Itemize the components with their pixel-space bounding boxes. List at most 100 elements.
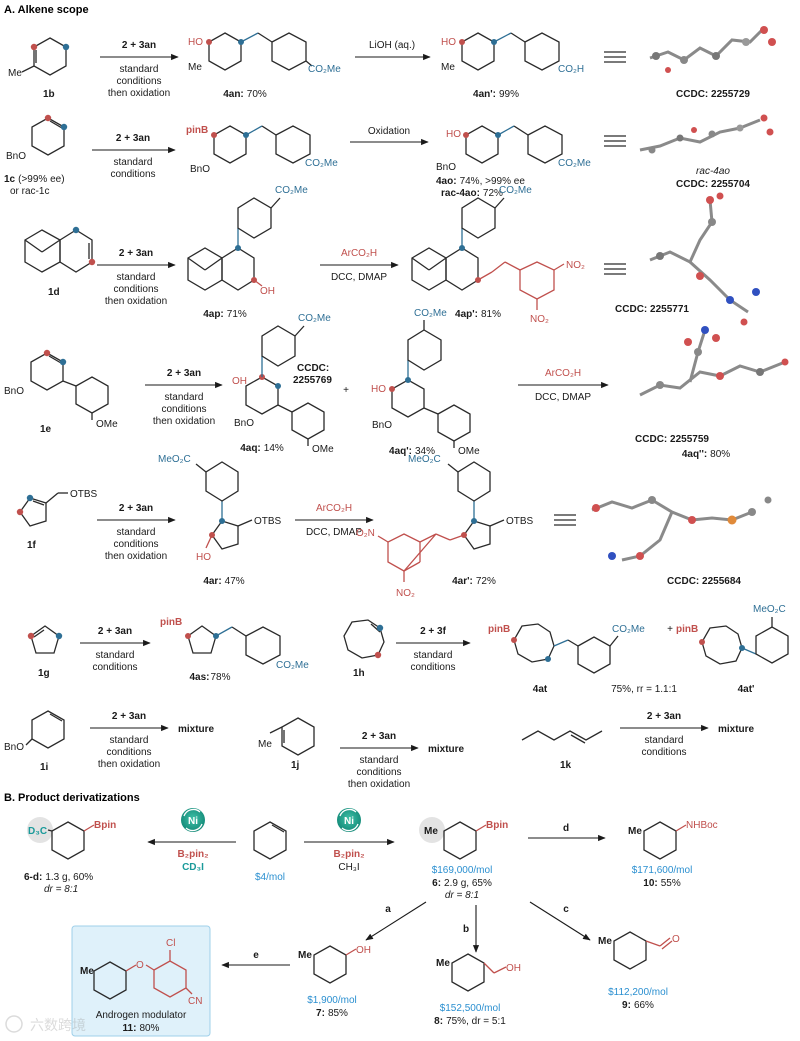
dr-label: dr = 8:1 <box>445 890 479 901</box>
ccdc-label: 2255769 <box>293 375 332 386</box>
reagent-label: DCC, DMAP <box>306 527 362 538</box>
compound-label: 1d <box>48 287 60 298</box>
product-6: Me Bpin $169,000/mol 6:2.9 g, 65% dr = 8… <box>419 817 508 901</box>
cyclohexene: $4/mol <box>253 821 287 883</box>
yield-label: 4aq:14% <box>240 443 284 454</box>
benzyloxy-label: BnO <box>372 420 392 431</box>
product-4aq-prime: HO BnO CO₂Me OMe 4aq':34% <box>371 308 480 457</box>
row-2: BnO 1c(>99% ee) or rac-1c 2 + 3an standa… <box>4 114 774 199</box>
ccdc-label: CCDC: 2255704 <box>676 179 750 190</box>
ester-label: CO₂Me <box>558 158 591 169</box>
reagent-label: ArCO₂H <box>341 248 377 259</box>
hydroxyl-label: OH <box>260 286 275 297</box>
nitrile-label: CN <box>188 996 202 1007</box>
reagent-label: 2 + 3an <box>116 133 150 144</box>
condition-line: then oxidation <box>105 551 167 562</box>
methyl-label: Me <box>424 826 438 837</box>
nitro-label: O₂N <box>356 528 375 539</box>
result-label: mixture <box>718 724 755 735</box>
ccdc-label: CCDC: 2255729 <box>676 89 750 100</box>
product-4ap-prime: CO₂Me NO₂ NO₂ 4ap':81% <box>411 185 585 325</box>
step-letter: c <box>563 904 569 915</box>
ccdc-label: CCDC: 2255759 <box>635 434 709 445</box>
reagent-label: B₂pin₂ <box>333 849 364 860</box>
condition-line: standard <box>117 527 156 538</box>
methoxy-label: OMe <box>312 444 334 455</box>
boronate-label: pinB <box>160 617 182 628</box>
reagent-label: 2 + 3an <box>112 711 146 722</box>
dr-label: dr = 8:1 <box>44 884 78 895</box>
section-title-a: A. Alkene scope <box>4 4 89 16</box>
substrate-1h: 1h <box>343 619 385 679</box>
condition-line: then oxidation <box>98 759 160 770</box>
reagent-label: 2 + 3an <box>119 503 153 514</box>
yield-label: 7:85% <box>316 1008 348 1019</box>
step-letter: e <box>253 950 259 961</box>
yield-label: 4as:78% <box>189 672 230 683</box>
crystal-structure-image <box>649 26 776 73</box>
ccdc-label: CCDC: <box>297 363 329 374</box>
reagent-label: CD₃I <box>182 862 204 873</box>
product-4as: pinB CO₂Me 4as:78% <box>160 617 309 683</box>
compound-label: 4at <box>533 684 548 695</box>
product-6-d: D₃C Bpin 6-d:1.3 g, 60% dr = 8:1 <box>24 817 116 895</box>
nickel-label: Ni <box>188 816 198 827</box>
reagent-label: LiOH (aq.) <box>369 40 415 51</box>
methyl-label: Me <box>298 950 312 961</box>
methyl-label: Me <box>80 966 94 977</box>
row-7: BnO 1i 2 + 3an standard conditions then … <box>4 710 755 790</box>
product-7: Me OH $1,900/mol 7:85% <box>298 945 371 1019</box>
reagent-label: ArCO₂H <box>316 503 352 514</box>
derivatizations: D₃C Bpin 6-d:1.3 g, 60% dr = 8:1 Ni B₂pi… <box>24 808 718 1037</box>
yield-label: 6-d:1.3 g, 60% <box>24 872 93 883</box>
methyl-label: Me <box>436 958 450 969</box>
ester-label: MeO₂C <box>158 454 191 465</box>
product-4ar-prime: OTBS MeO₂C O₂N NO₂ 4ar':72% <box>356 454 534 599</box>
ccdc-label: CCDC: 2255684 <box>667 576 741 587</box>
condition-line: standard <box>414 650 453 661</box>
boronate-label: Bpin <box>94 820 116 831</box>
compound-label: 1k <box>560 760 572 771</box>
substrate-1d: 1d <box>24 226 96 298</box>
equivalence-sign <box>554 514 576 526</box>
condition-line: conditions <box>106 747 151 758</box>
product-4at-prime: pinB MeO₂C 4at' <box>676 604 789 695</box>
section-title-b: B. Product derivatizations <box>4 792 140 804</box>
yield-label: 4ar:47% <box>203 576 244 587</box>
reagent-label: CH₃I <box>338 862 359 873</box>
acid-label: CO₂H <box>558 64 584 75</box>
reagent-label: Oxidation <box>368 126 410 137</box>
step-letter: b <box>463 924 469 935</box>
substrate-1j: Me 1j <box>258 717 315 771</box>
methyl-label: Me <box>8 68 22 79</box>
condition-line: then oxidation <box>108 88 170 99</box>
condition-line: standard <box>117 272 156 283</box>
ester-label: MeO₂C <box>408 454 441 465</box>
yield-label: 10:55% <box>643 878 681 889</box>
condition-line: standard <box>165 392 204 403</box>
condition-line: standard <box>645 735 684 746</box>
price-label: $112,200/mol <box>608 987 668 998</box>
product-10: Me NHBoc $171,600/mol 10:55% <box>628 820 718 889</box>
product-4ap: OH CO₂Me 4ap:71% <box>187 185 308 320</box>
boronate-label: pinB <box>186 125 208 136</box>
compound-label: 1g <box>38 668 50 679</box>
plus-sign: + <box>343 385 349 396</box>
price-label: $4/mol <box>255 872 285 883</box>
trideuteromethyl-label: D₃C <box>28 826 47 837</box>
row-5: OTBS 1f 2 + 3an standard conditions then… <box>16 454 772 599</box>
yield-label: 4aq':34% <box>389 446 435 457</box>
amine-label: NHBoc <box>686 820 718 831</box>
methyl-label: Me <box>598 936 612 947</box>
ester-label: CO₂Me <box>612 624 645 635</box>
silyl-ether-label: OTBS <box>254 516 282 527</box>
price-label: $169,000/mol <box>432 865 493 876</box>
crystal-structure-image <box>649 192 760 326</box>
methyl-label: Me <box>258 739 272 750</box>
reagent-label: 2 + 3an <box>98 626 132 637</box>
product-title: Androgen modulator <box>96 1010 187 1021</box>
condition-line: standard <box>120 64 159 75</box>
methoxy-label: OMe <box>458 446 480 457</box>
hydroxyl-label: OH <box>232 376 247 387</box>
condition-line: standard <box>114 157 153 168</box>
